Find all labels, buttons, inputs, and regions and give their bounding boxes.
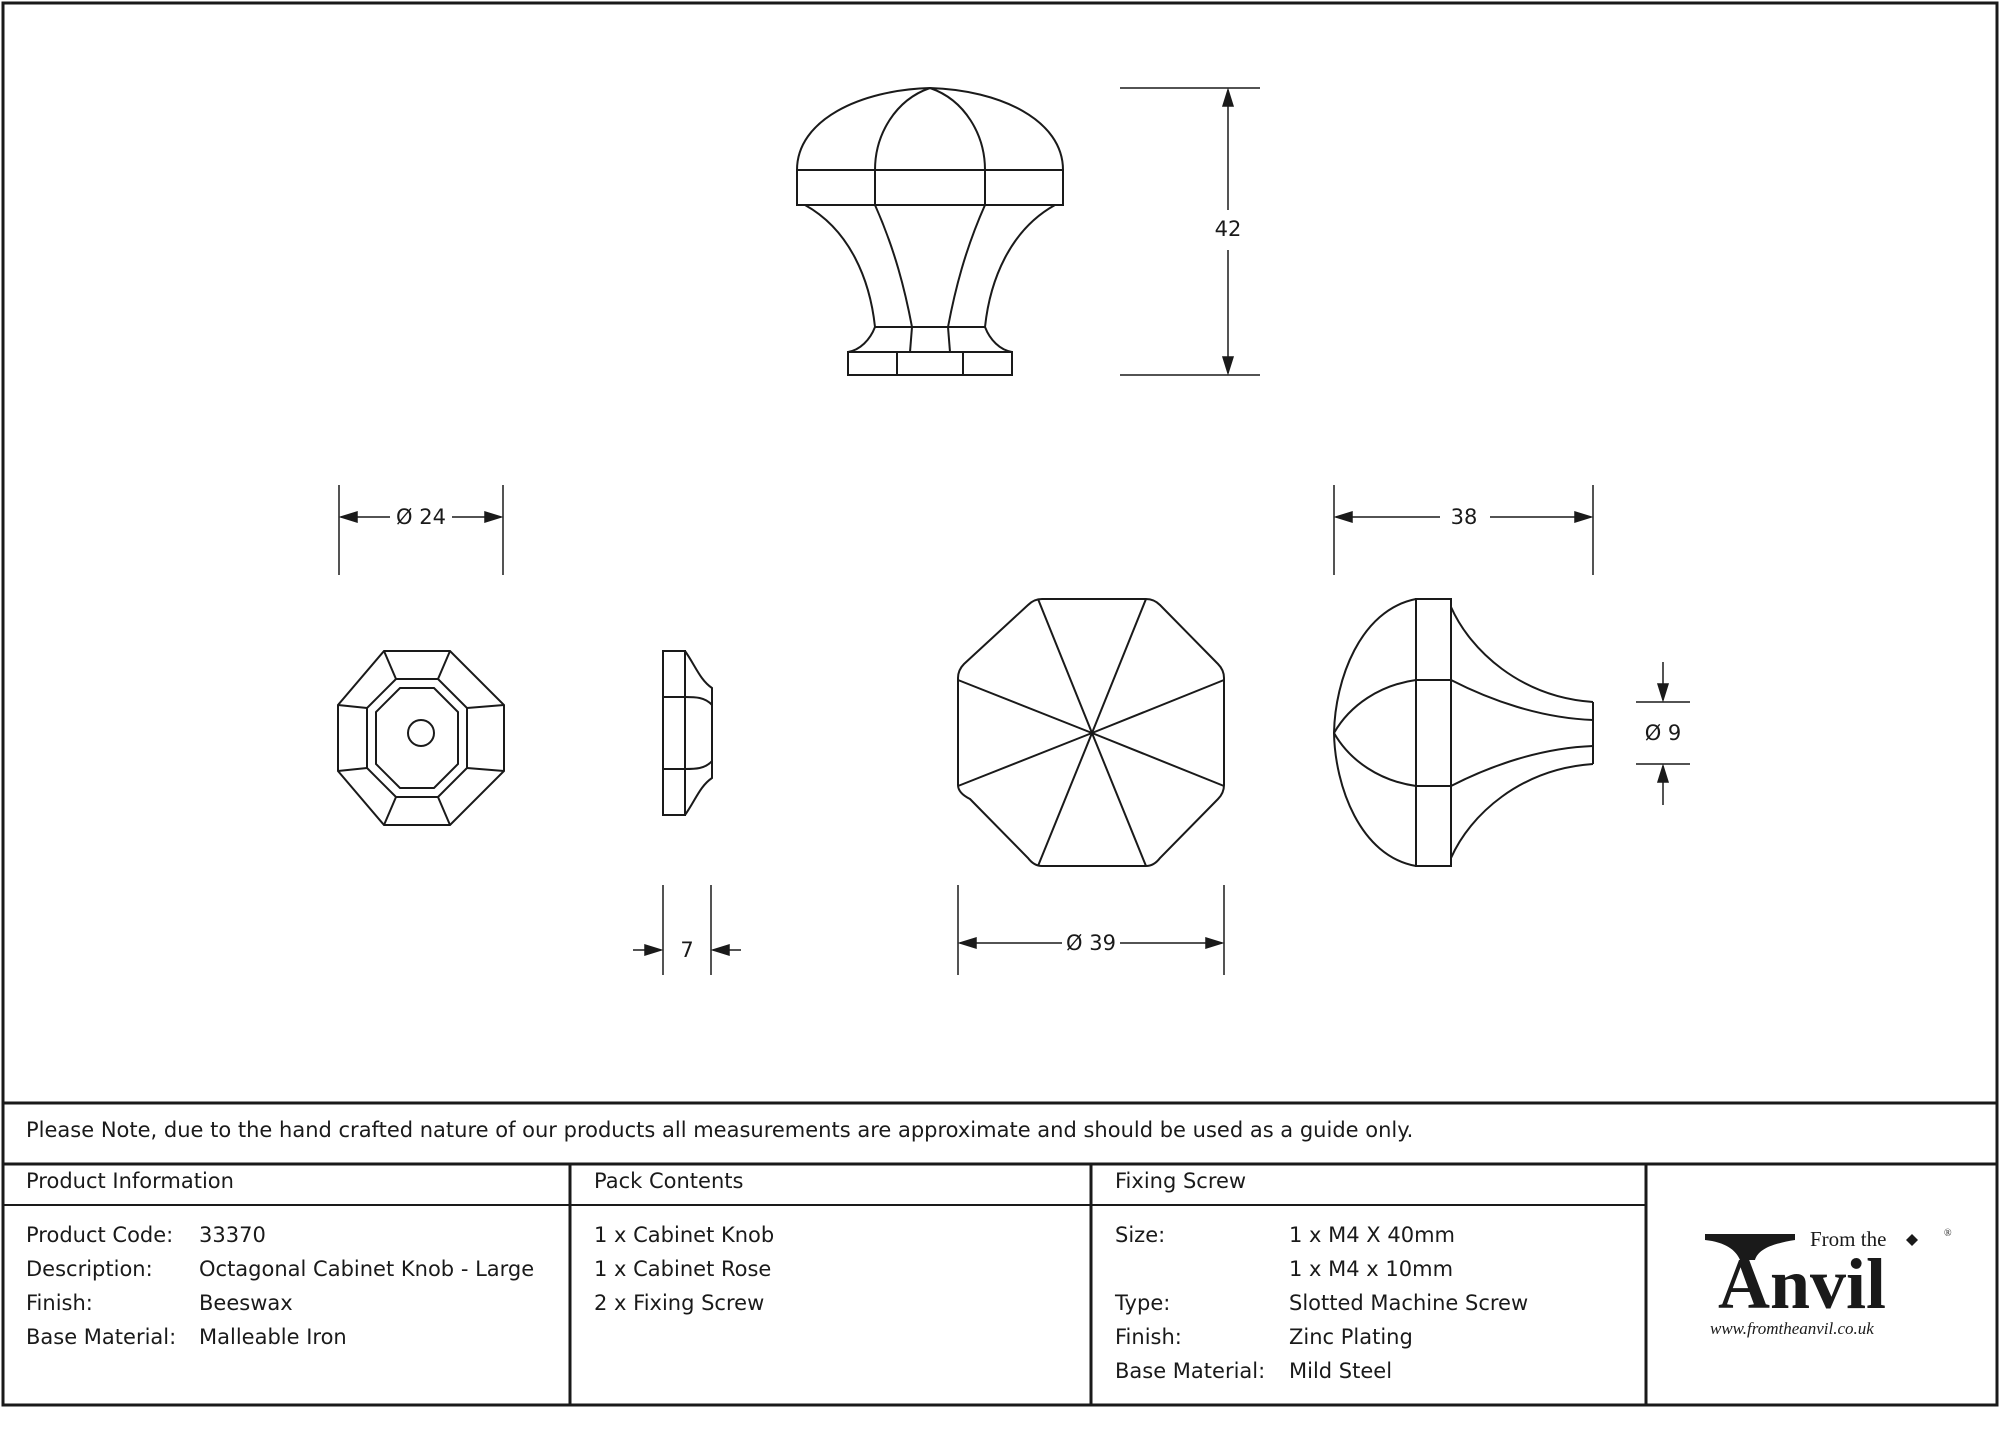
screw-base-material-label: Base Material: (1115, 1359, 1266, 1383)
logo-url: www.fromtheanvil.co.uk (1710, 1319, 1874, 1338)
base-material-value: Malleable Iron (199, 1325, 347, 1349)
description-label: Description: (26, 1257, 153, 1281)
finish-label: Finish: (26, 1291, 93, 1315)
from-the-anvil-logo: From the ® Anvil www.fromtheanvil.co.uk (1705, 1227, 1952, 1338)
base-material-label: Base Material: (26, 1325, 177, 1349)
knob-diameter-label: Ø 39 (1066, 931, 1116, 955)
finish-value: Beeswax (199, 1291, 293, 1315)
screw-size-value-2: 1 x M4 x 10mm (1289, 1257, 1454, 1281)
rose-side-view (662, 650, 713, 816)
rose-thickness-label: 7 (680, 938, 693, 962)
diamond-icon (1906, 1234, 1918, 1246)
pack-item: 2 x Fixing Screw (594, 1291, 765, 1315)
registered-mark: ® (1944, 1228, 1952, 1239)
product-code-value: 33370 (199, 1223, 266, 1247)
knob-depth-dimension (1333, 485, 1594, 575)
knob-plan-view (957, 598, 1225, 867)
screw-type-value: Slotted Machine Screw (1289, 1291, 1529, 1315)
fixing-screw-heading: Fixing Screw (1115, 1169, 1247, 1193)
knob-diameter-dimension (957, 885, 1225, 975)
product-information-heading: Product Information (26, 1169, 234, 1193)
knob-side-elevation (795, 86, 1065, 376)
anvil-icon (1705, 1234, 1795, 1260)
description-value: Octagonal Cabinet Knob - Large (199, 1257, 535, 1281)
sheet-frame (1, 1, 1999, 1407)
knob-depth-label: 38 (1451, 505, 1478, 529)
height-dimension (1120, 87, 1260, 376)
screw-size-value: 1 x M4 X 40mm (1289, 1223, 1455, 1247)
pack-item: 1 x Cabinet Rose (594, 1257, 772, 1281)
product-code-label: Product Code: (26, 1223, 174, 1247)
screw-base-material-value: Mild Steel (1289, 1359, 1393, 1383)
screw-size-label: Size: (1115, 1223, 1166, 1247)
rose-thickness-dimension (633, 885, 741, 975)
logo-from-the: From the (1810, 1227, 1886, 1251)
knob-neck-dimension (1636, 662, 1690, 805)
pack-contents-heading: Pack Contents (594, 1169, 744, 1193)
pack-item: 1 x Cabinet Knob (594, 1223, 775, 1247)
height-dimension-label: 42 (1215, 217, 1242, 241)
knob-neck-label: Ø 9 (1645, 721, 1682, 745)
knob-side-profile (1332, 598, 1594, 867)
rose-diameter-dimension (338, 485, 504, 575)
screw-type-label: Type: (1115, 1291, 1171, 1315)
rose-diameter-label: Ø 24 (396, 505, 446, 529)
screw-finish-value: Zinc Plating (1289, 1325, 1413, 1349)
logo-brand: Anvil (1718, 1244, 1886, 1324)
screw-finish-label: Finish: (1115, 1325, 1182, 1349)
measurement-note: Please Note, due to the hand crafted nat… (26, 1118, 1414, 1142)
rose-front-view (337, 650, 505, 826)
